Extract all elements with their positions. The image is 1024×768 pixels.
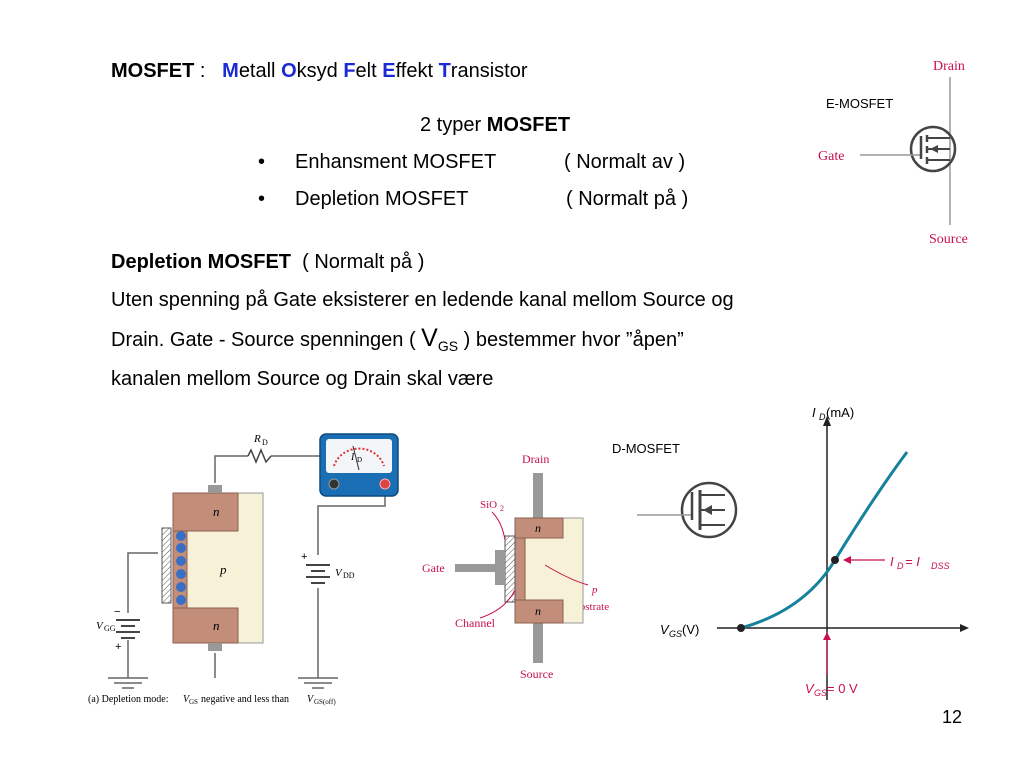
svg-text:D: D [357,456,362,464]
mosfet-cross-section-diagram: Drain SiO 2 Gate Channel Source p substr… [422,452,609,681]
svg-text:+: + [115,641,121,653]
svg-text:2: 2 [500,504,504,513]
svg-text:I: I [350,452,355,463]
svg-text:GG: GG [104,624,116,633]
depletion-heading: Depletion MOSFET ( Normalt på ) [111,251,425,273]
svg-text:= 0 V: = 0 V [827,681,858,696]
resistor-rd-icon [247,448,272,464]
emosfet-symbol: Drain Gate Source [818,59,968,247]
transfer-curve [740,451,909,630]
svg-text:D: D [897,561,904,571]
svg-text:GS(off): GS(off) [314,698,336,706]
transfer-curve-chart: I D (mA) V GS (V) I D = I DSS V GS = 0 V [660,405,969,700]
slide-title: MOSFET : Metall Oksyd Felt Effekt Transi… [111,60,528,82]
svg-text:Channel: Channel [455,616,496,630]
svg-text:I: I [890,554,894,569]
svg-text:n: n [213,618,220,633]
vgs-off-point [737,624,745,632]
svg-text:V: V [660,622,670,637]
svg-text:(a) Depletion mode:: (a) Depletion mode: [88,694,169,705]
emosfet-gate-label: Gate [818,149,844,164]
svg-text:SiO: SiO [480,499,497,511]
svg-text:+: + [301,551,307,563]
svg-text:Drain: Drain [522,452,549,466]
svg-text:R: R [253,433,261,445]
svg-text:GS: GS [189,698,198,706]
svg-text:V: V [183,694,191,705]
page-number: 12 [941,707,962,727]
svg-text:(mA): (mA) [826,405,854,420]
depletion-line-2: Drain. Gate - Source spenningen ( VGS ) … [111,324,684,354]
svg-text:p: p [219,562,227,577]
svg-text:−: − [114,606,120,618]
svg-text:V: V [307,694,315,705]
emosfet-label: E-MOSFET [826,96,894,111]
svg-text:p: p [591,584,598,596]
svg-text:GS: GS [669,629,682,639]
svg-text:n: n [213,504,220,519]
types-heading: 2 typer MOSFET [420,114,571,136]
svg-text:V: V [96,620,104,632]
svg-text:(V): (V) [682,622,699,637]
emosfet-drain-label: Drain [933,59,965,74]
svg-text:D: D [819,412,826,422]
svg-text:= I: = I [905,554,920,569]
depletion-line-3: kanalen mellom Source og Drain skal være [111,368,494,390]
dmosfet-symbol [637,481,738,539]
svg-text:V: V [335,567,343,579]
depletion-line-1: Uten spenning på Gate eksisterer en lede… [111,289,734,311]
svg-text:n: n [535,521,541,535]
svg-text:DSS: DSS [931,561,950,571]
svg-text:GS: GS [814,688,827,698]
svg-text:n: n [535,604,541,618]
dmosfet-label: D-MOSFET [612,441,680,456]
svg-text:I: I [812,405,816,420]
idss-point [831,556,839,564]
svg-text:V: V [805,681,815,696]
emosfet-source-label: Source [929,232,968,247]
svg-text:DD: DD [343,571,355,580]
svg-text:Source: Source [520,667,553,681]
svg-text:D: D [262,438,268,447]
depletion-circuit-diagram: R D I D + V DD − + V GG n p n (a) Deplet… [88,433,399,706]
svg-text:Gate: Gate [422,561,445,575]
svg-text:negative and less than: negative and less than [201,694,289,705]
